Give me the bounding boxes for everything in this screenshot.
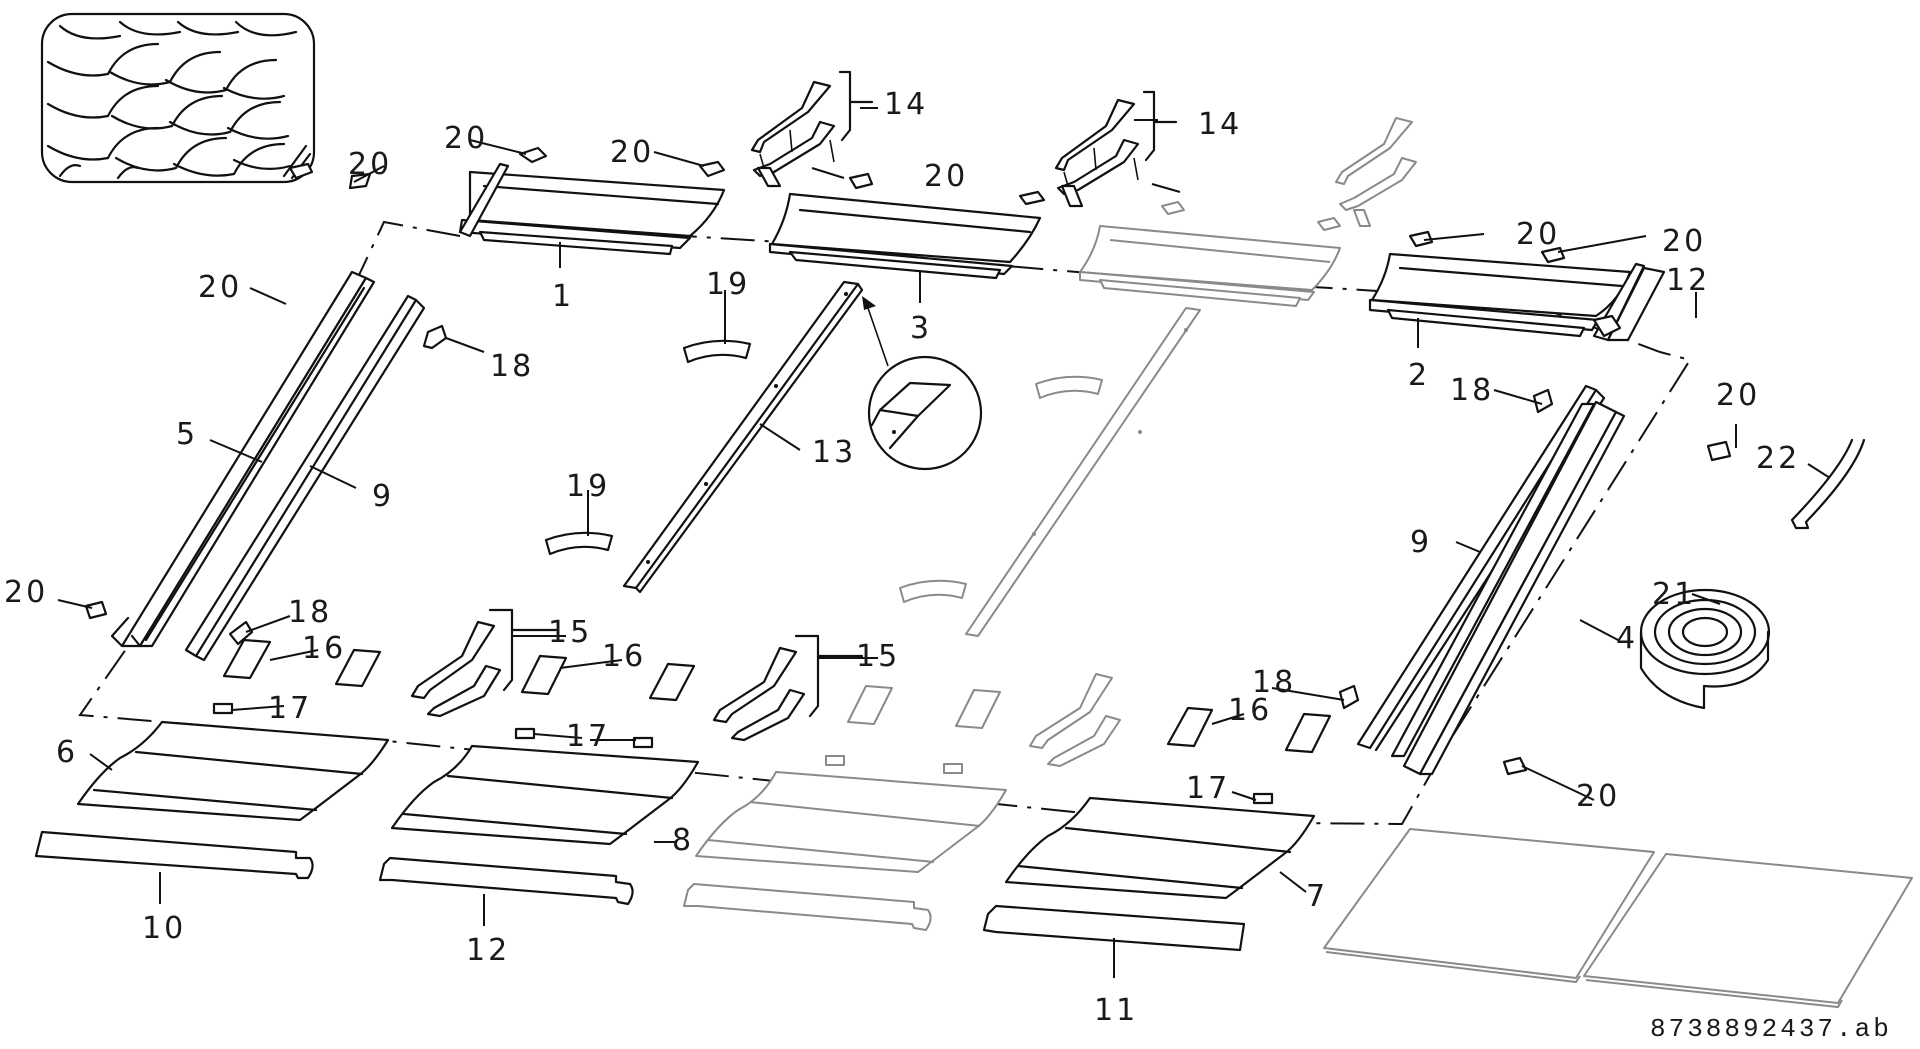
bottom-apron-6 [76,720,390,822]
callout-5: 5 [176,417,198,452]
callout-16: 16 [302,631,346,666]
callout-17: 17 [268,691,312,726]
drawing-reference-number: 8738892437.ab [1650,1014,1892,1044]
callout-17: 17 [1186,771,1230,806]
callout-2: 2 [1408,358,1430,393]
side-flashing-4 [1390,400,1626,776]
callout-14: 14 [884,87,928,122]
callout-9: 9 [1410,525,1432,560]
callout-12: 12 [466,933,510,968]
tape-roll-21 [1639,588,1771,710]
callout-20: 20 [1716,378,1760,413]
callout-9: 9 [372,479,394,514]
bottom-apron-7 [1004,796,1316,900]
callout-20: 20 [1576,779,1620,814]
callout-20: 20 [444,121,488,156]
top-flashing-1 [458,162,726,268]
callout-18: 18 [288,595,332,630]
side-rail-9-right [1356,384,1606,752]
bracket-set-14-b [1054,90,1178,208]
plugs-17 [212,702,1274,805]
bracket-set-15-a [410,608,558,718]
detail-magnifier [862,296,983,471]
bracket-set-ghost-top [1335,117,1417,227]
callout-10: 10 [142,911,186,946]
clip-20 [348,172,372,190]
tile-scales [46,20,312,180]
callout-13: 13 [812,435,856,470]
lower-strip-ghost [683,883,932,931]
clips-right [84,162,1732,776]
callout-14: 14 [1198,107,1242,142]
saddles-19 [544,339,1103,603]
end-piece-12 [1592,314,1622,338]
clip-20 [698,160,726,178]
side-flashing-5 [110,270,376,648]
callout-22: 22 [1756,441,1800,476]
callout-21: 21 [1652,577,1696,612]
seal-profile-22 [1790,438,1866,530]
clip-20 [848,172,874,190]
lower-strip-10 [34,830,314,880]
leader-lines [57,107,1831,978]
clip-20 [1408,230,1434,248]
top-flashing-2 [1368,252,1666,348]
callout-19: 19 [706,267,750,302]
top-flashing-3 [768,192,1042,303]
bottom-apron-8 [390,744,700,846]
lower-strip-12 [378,856,634,906]
callout-18: 18 [490,349,534,384]
callout-labels: 20 20 20 14 20 14 20 20 12 1 3 2 20 18 1… [4,87,1800,1028]
callout-6: 6 [56,735,78,770]
callout-19: 19 [566,469,610,504]
middle-rail-13 [622,280,864,594]
callout-20: 20 [610,135,654,170]
callout-18: 18 [1450,373,1494,408]
clips-top [348,146,1622,338]
inset-frame [40,12,316,184]
callout-15: 15 [548,615,592,650]
holders-18 [228,324,1554,710]
callout-4: 4 [1616,621,1638,656]
callout-12: 12 [1666,263,1710,298]
callout-8: 8 [672,823,694,858]
clip-20 [518,146,548,164]
callout-18: 18 [1252,665,1296,700]
pads-16 [222,638,1332,754]
callout-20: 20 [4,575,48,610]
callout-20: 20 [1662,224,1706,259]
middle-rail-ghost [965,307,1201,637]
clip-20 [1018,190,1046,206]
callout-20: 20 [198,270,242,305]
collector-panels [1323,828,1913,1009]
callout-20: 20 [924,159,968,194]
callout-3: 3 [910,311,932,346]
callout-1: 1 [552,279,574,314]
side-rail-9-left [184,294,426,662]
bracket-set-ghost-bottom [1029,673,1121,767]
callout-16: 16 [1228,693,1272,728]
bottom-apron-ghost [695,771,1007,873]
tile-inset [40,12,316,184]
callout-15: 15 [856,639,900,674]
callout-20: 20 [348,147,392,182]
callout-20: 20 [1516,217,1560,252]
lower-strip-11 [982,904,1246,952]
bracket-set-14-a [750,70,874,188]
bracket-set-15-b [712,634,864,742]
top-flashing-ghost [1079,225,1341,307]
callout-16: 16 [602,639,646,674]
callout-11: 11 [1094,993,1138,1028]
callout-7: 7 [1306,879,1328,914]
callout-17: 17 [566,719,610,754]
